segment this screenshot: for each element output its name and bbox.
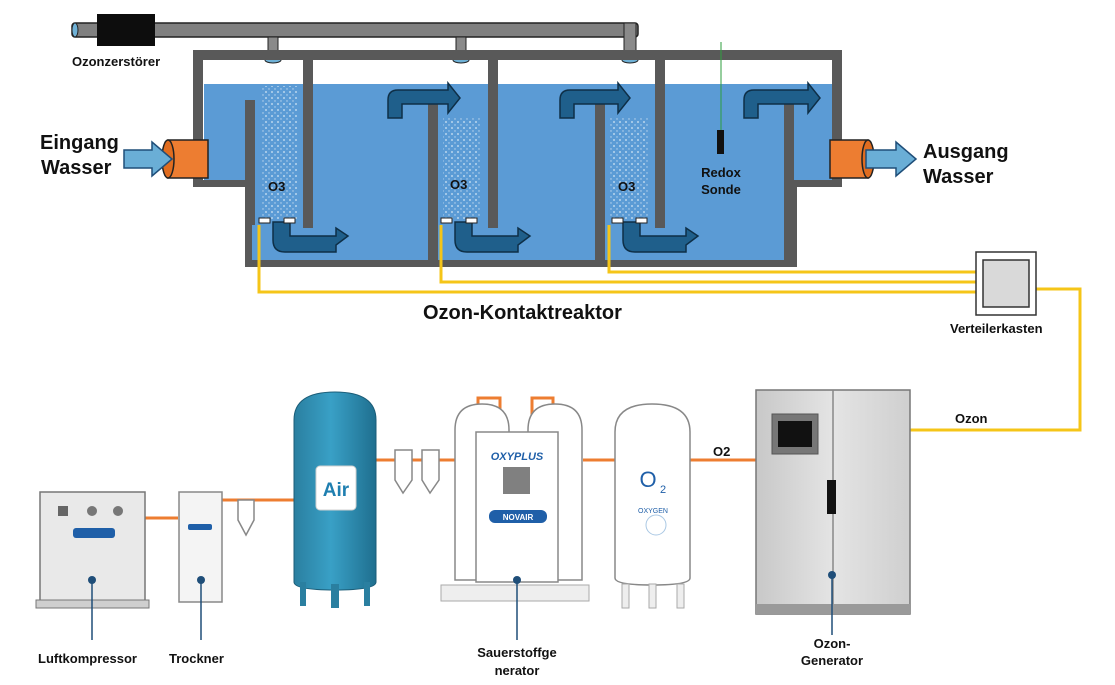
ozone-bubbles — [262, 86, 297, 219]
chamber-label-2: O3 — [450, 177, 468, 192]
dryer-label: Trockner — [169, 651, 224, 666]
compressor-label: Luftkompressor — [38, 651, 137, 666]
oxygen-generator-label-line2: nerator — [494, 663, 540, 678]
inlet-arrow-icon — [123, 140, 174, 178]
reactor-title: Ozon-Kontaktreaktor — [423, 302, 622, 324]
ozone-lines — [257, 225, 1082, 432]
air-tank-label: Air — [323, 480, 350, 501]
oxygen-tank-caption: OXYGEN — [638, 508, 668, 515]
reactor-basin — [204, 84, 832, 260]
outlet-pipe — [829, 139, 918, 179]
reactor-walls — [193, 50, 842, 267]
inlet-label-line1: Eingang — [40, 132, 119, 154]
oxyplus-brand: OXYPLUS — [491, 451, 544, 463]
distribution-box-label: Verteilerkasten — [950, 321, 1043, 336]
outlet-label-line1: Ausgang — [923, 141, 1009, 163]
chamber-label-3: O3 — [618, 179, 636, 194]
redox-label-line2: Sonde — [701, 182, 741, 197]
chamber-label-1: O3 — [268, 179, 286, 194]
air-tank — [293, 391, 377, 608]
diffusers — [258, 217, 648, 224]
ozone-bubbles — [443, 118, 481, 219]
filters — [237, 449, 440, 537]
ozone-destroyer-label: Ozonzerstörer — [72, 54, 161, 69]
outlet-arrow-icon — [865, 140, 918, 178]
inlet-pipe — [123, 139, 209, 179]
redox-label-line1: Redox — [701, 165, 741, 180]
distribution-box — [975, 251, 1037, 316]
outlet-label-line2: Wasser — [923, 166, 994, 188]
inlet-label-line2: Wasser — [41, 157, 112, 179]
oxygen-generator — [440, 403, 590, 640]
oxygen-generator-label-line1: Sauerstoffge — [477, 645, 557, 660]
ozone-generator-label-line1: Ozon- — [813, 636, 851, 651]
flow-arrows — [272, 80, 821, 253]
ozone-generator-label-line2: Generator — [800, 653, 864, 668]
redox-probe — [717, 42, 724, 154]
dryer — [178, 491, 223, 640]
oxygen-tank-subscript: 2 — [660, 484, 666, 496]
ozone-generator — [755, 389, 911, 635]
ozone-destroyer — [97, 14, 155, 46]
novair-brand: NOVAIR — [503, 513, 534, 522]
ozone-bubbles — [609, 118, 649, 219]
ozone-flow-label: Ozon — [955, 411, 988, 426]
air-compressor — [35, 491, 150, 640]
oxygen-tank — [614, 403, 691, 609]
oxygen-tank-symbol: O — [639, 467, 656, 492]
o2-flow-label: O2 — [713, 444, 731, 459]
